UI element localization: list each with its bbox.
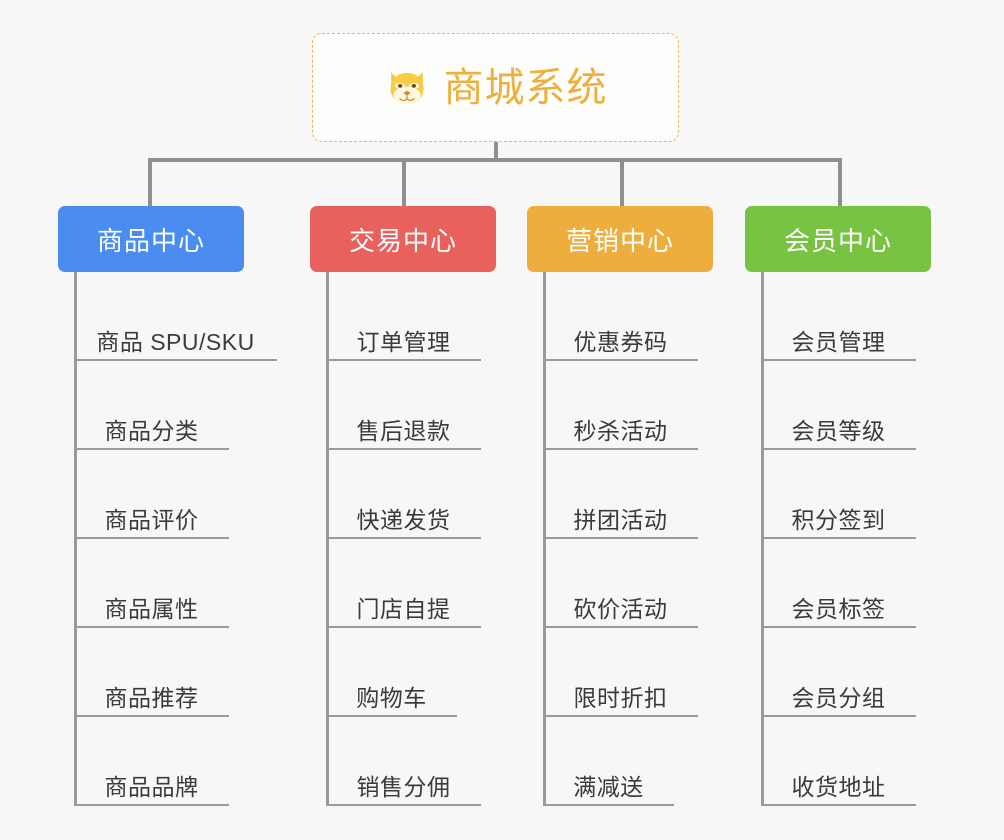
category-label: 交易中心 <box>348 225 457 256</box>
leaf-label: 商品评价 <box>104 506 199 533</box>
leaf-label: 会员等级 <box>791 417 886 444</box>
leaf-label: 拼团活动 <box>573 506 668 533</box>
leaf-item[interactable]: 门店自提 <box>326 539 481 628</box>
leaf-label: 商品 SPU/SKU <box>96 328 255 355</box>
leaf-item[interactable]: 会员管理 <box>761 272 916 361</box>
leaf-item[interactable]: 会员分组 <box>761 628 916 717</box>
leaf-item[interactable]: 积分签到 <box>761 450 916 539</box>
leaf-item[interactable]: 砍价活动 <box>543 539 698 628</box>
connector-drop-1 <box>148 158 152 208</box>
leaf-label: 商品推荐 <box>104 684 199 711</box>
leaf-item[interactable]: 限时折扣 <box>543 628 698 717</box>
leaf-label: 订单管理 <box>356 328 451 355</box>
leaf-item[interactable]: 满减送 <box>543 717 674 806</box>
category-label: 营销中心 <box>565 225 674 256</box>
leaf-item[interactable]: 优惠券码 <box>543 272 698 361</box>
leaf-label: 会员分组 <box>791 684 886 711</box>
category-box-product[interactable]: 商品中心 <box>58 206 244 272</box>
leaf-item[interactable]: 拼团活动 <box>543 450 698 539</box>
leaf-label: 售后退款 <box>356 417 451 444</box>
leaf-label: 购物车 <box>356 684 427 711</box>
leaf-item[interactable]: 订单管理 <box>326 272 481 361</box>
category-box-trade[interactable]: 交易中心 <box>310 206 496 272</box>
leaf-item[interactable]: 商品评价 <box>74 450 229 539</box>
leaf-label: 商品分类 <box>104 417 199 444</box>
leaf-item[interactable]: 会员等级 <box>761 361 916 450</box>
leaf-label: 销售分佣 <box>356 773 451 800</box>
leaf-label: 收货地址 <box>791 773 886 800</box>
leaf-label: 商品属性 <box>104 595 199 622</box>
leaf-label: 砍价活动 <box>573 595 668 622</box>
leaf-label: 商品品牌 <box>104 773 199 800</box>
connector-bus <box>150 158 840 162</box>
category-label: 会员中心 <box>783 225 892 256</box>
leaf-item[interactable]: 商品属性 <box>74 539 229 628</box>
leaf-label: 积分签到 <box>791 506 886 533</box>
leaf-label: 会员管理 <box>791 328 886 355</box>
connector-root-stem <box>494 142 498 162</box>
leaf-label: 门店自提 <box>356 595 451 622</box>
category-box-member[interactable]: 会员中心 <box>745 206 931 272</box>
connector-drop-2 <box>402 158 406 208</box>
leaf-item[interactable]: 销售分佣 <box>326 717 481 806</box>
leaf-item[interactable]: 快递发货 <box>326 450 481 539</box>
leaf-label: 满减送 <box>573 773 644 800</box>
category-box-marketing[interactable]: 营销中心 <box>527 206 713 272</box>
shiba-dog-icon <box>389 71 424 105</box>
root-node[interactable]: 商城系统 <box>312 33 679 142</box>
leaf-label: 快递发货 <box>356 506 451 533</box>
leaf-item[interactable]: 秒杀活动 <box>543 361 698 450</box>
leaf-label: 秒杀活动 <box>573 417 668 444</box>
category-label: 商品中心 <box>96 225 205 256</box>
leaf-item[interactable]: 购物车 <box>326 628 457 717</box>
connector-drop-4 <box>838 158 842 208</box>
leaf-label: 会员标签 <box>791 595 886 622</box>
leaf-item[interactable]: 商品 SPU/SKU <box>74 272 277 361</box>
leaf-label: 优惠券码 <box>573 328 668 355</box>
leaf-label: 限时折扣 <box>573 684 668 711</box>
leaf-item[interactable]: 会员标签 <box>761 539 916 628</box>
root-title: 商城系统 <box>443 65 608 110</box>
connector-drop-3 <box>620 158 624 208</box>
leaf-item[interactable]: 商品分类 <box>74 361 229 450</box>
leaf-item[interactable]: 商品推荐 <box>74 628 229 717</box>
leaf-item[interactable]: 商品品牌 <box>74 717 229 806</box>
leaf-item[interactable]: 售后退款 <box>326 361 481 450</box>
leaf-item[interactable]: 收货地址 <box>761 717 916 806</box>
